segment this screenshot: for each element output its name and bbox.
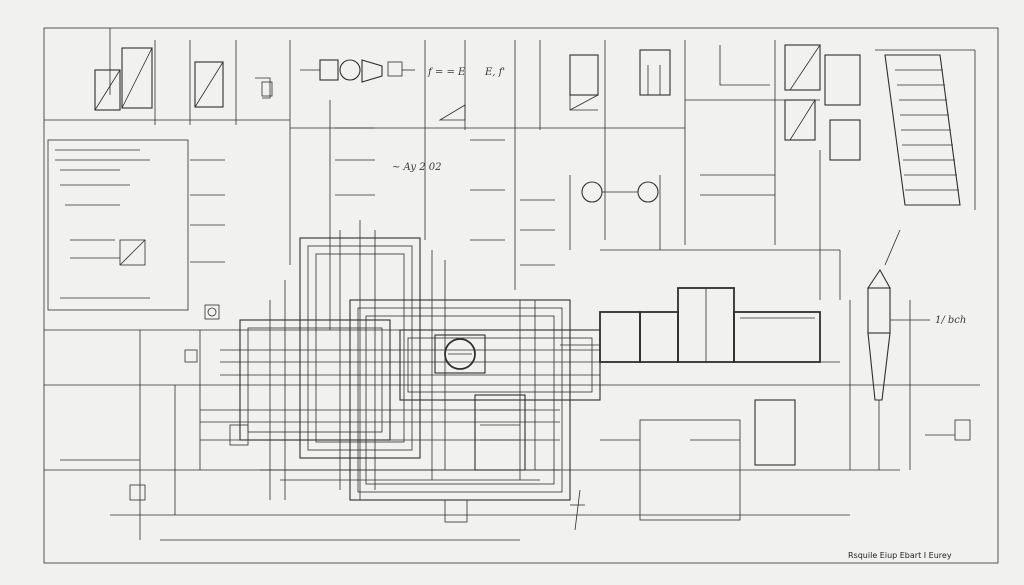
- conductor-bundle: [200, 220, 601, 501]
- switchgear-row: [560, 287, 840, 363]
- equation-column-left: [190, 127, 555, 266]
- top-mid-motor: [300, 59, 415, 83]
- left-notes-panel: [47, 139, 189, 311]
- equation-top: f = = E: [427, 67, 466, 78]
- staircase-symbol: [875, 49, 976, 210]
- top-right-structure: [569, 44, 861, 161]
- equation-top-2: E, f': [484, 67, 505, 78]
- title-block-caption: Rsquile Eiup Ebart I Eurey: [848, 551, 952, 560]
- top-frame-lines: [44, 28, 821, 330]
- lower-right-boxes: [600, 399, 796, 521]
- equation-right: 1/ bch: [935, 315, 966, 326]
- central-panel: [474, 394, 526, 471]
- top-mid-equations: f = = E E, f': [427, 67, 505, 121]
- central-motor: [434, 334, 486, 374]
- top-left-cabinet: [94, 47, 273, 111]
- instrument-column: [849, 229, 971, 470]
- left-components: [60, 304, 585, 540]
- upper-right-pumps: [569, 174, 775, 250]
- equation-center: ~ Ay 2 02: [392, 162, 441, 173]
- sheet-border: [43, 27, 999, 564]
